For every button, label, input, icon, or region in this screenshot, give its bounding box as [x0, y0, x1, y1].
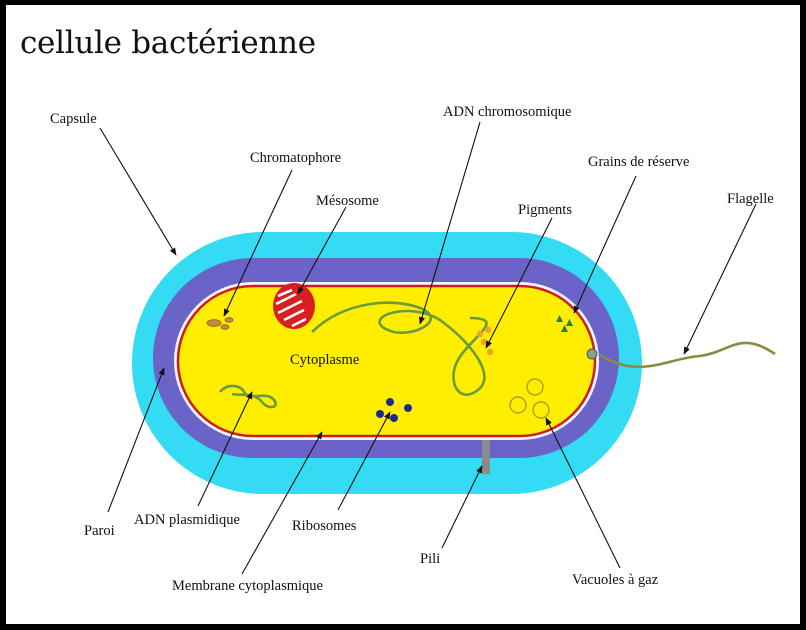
- label-ribosomes: Ribosomes: [292, 518, 357, 534]
- label-mesosome: Mésosome: [316, 193, 379, 209]
- pilus: [482, 440, 490, 474]
- label-grains-reserve: Grains de réserve: [588, 154, 689, 170]
- label-capsule: Capsule: [50, 111, 97, 127]
- mesosome-structure: [273, 283, 315, 329]
- membrane-layer: [178, 286, 595, 436]
- label-cytoplasme: Cytoplasme: [290, 352, 359, 368]
- label-pili: Pili: [420, 551, 440, 567]
- flagellum-basal-body: [587, 349, 597, 359]
- label-adn-plasmidique: ADN plasmidique: [134, 512, 240, 528]
- label-paroi: Paroi: [84, 523, 115, 539]
- label-membrane: Membrane cytoplasmique: [172, 578, 323, 594]
- label-pigments: Pigments: [518, 202, 572, 218]
- label-chromatophore: Chromatophore: [250, 150, 341, 166]
- label-flagelle: Flagelle: [727, 191, 774, 207]
- label-vacuoles: Vacuoles à gaz: [572, 572, 659, 588]
- label-adn-chromosomique: ADN chromosomique: [443, 104, 571, 120]
